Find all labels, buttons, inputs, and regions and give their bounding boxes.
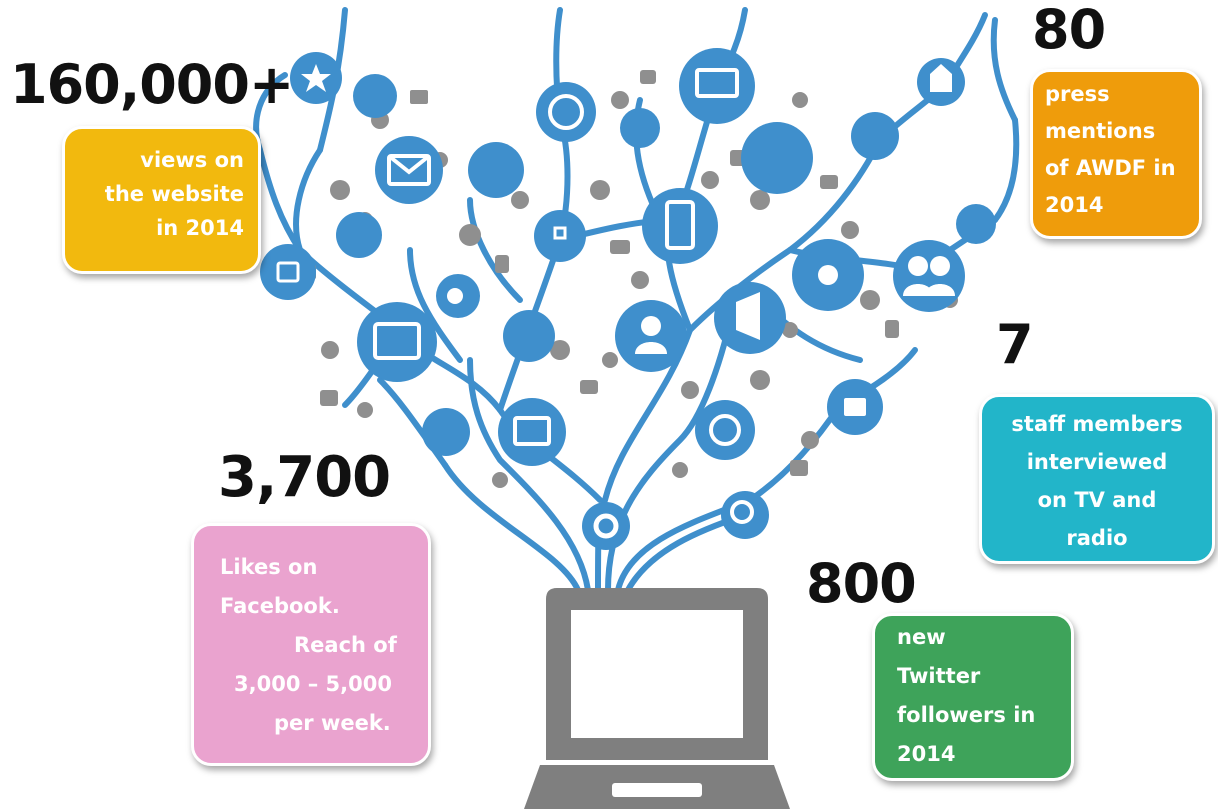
- note-icon: [956, 204, 996, 244]
- facebook-likes-line: Facebook.: [220, 594, 340, 618]
- music-icon: [468, 142, 524, 198]
- eye-icon: [620, 108, 660, 148]
- home-icon: [422, 408, 470, 456]
- at-icon: [534, 210, 586, 262]
- press-mentions-line: mentions: [1045, 119, 1156, 143]
- link-icon: [503, 310, 555, 362]
- facebook-likes-card: Likes on Facebook. Reach of 3,000 – 5,00…: [191, 523, 431, 766]
- facebook-likes-line: Likes on: [220, 555, 318, 579]
- twitter-followers-line: new: [897, 625, 946, 649]
- touch-icon: [498, 398, 566, 466]
- facebook-likes-line: Reach of: [294, 633, 397, 657]
- video-icon: [260, 244, 316, 300]
- staff-interviews-card: staff members interviewed on TV and radi…: [979, 394, 1215, 564]
- staff-interviews-line: interviewed: [1026, 450, 1168, 474]
- press-mentions-line: 2014: [1045, 193, 1104, 217]
- people-icon: [893, 240, 965, 312]
- chat-icon: [695, 400, 755, 460]
- node-glyphs: [276, 64, 955, 539]
- gear-icon: [582, 502, 630, 550]
- share-icon: [353, 74, 397, 118]
- staff-interviews-value: 7: [996, 313, 1034, 376]
- laptop-icon: [679, 48, 755, 124]
- phone-icon: [336, 212, 382, 258]
- press-mentions-line: of AWDF in: [1045, 156, 1176, 180]
- mobile-icon: [642, 188, 718, 264]
- staff-interviews-line: radio: [1066, 526, 1128, 550]
- press-mentions-value: 80: [1032, 0, 1106, 61]
- gamepad-icon: [741, 122, 813, 194]
- laptop-icon: [524, 588, 790, 809]
- press-mentions-card: press mentions of AWDF in 2014: [1030, 69, 1202, 239]
- facebook-likes-value: 3,700: [218, 445, 391, 510]
- staff-interviews-line: staff members: [1011, 412, 1183, 436]
- twitter-followers-card: new Twitter followers in 2014: [872, 613, 1074, 781]
- staff-interviews-line: on TV and: [1037, 488, 1157, 512]
- bird-icon: [851, 112, 899, 160]
- website-views-value: 160,000+: [10, 53, 294, 116]
- globe-icon: [536, 82, 596, 142]
- twitter-followers-line: 2014: [897, 742, 956, 766]
- facebook-likes-line: 3,000 – 5,000: [234, 672, 392, 696]
- website-views-line: views on: [140, 148, 244, 172]
- website-views-line: the website: [104, 182, 244, 206]
- website-views-card: views on the website in 2014: [62, 126, 261, 274]
- wifi-icon: [357, 302, 437, 382]
- zoom-icon: [721, 491, 769, 539]
- twitter-followers-value: 800: [806, 552, 917, 615]
- website-views-line: in 2014: [156, 216, 244, 240]
- facebook-likes-line: per week.: [274, 711, 391, 735]
- twitter-followers-line: Twitter: [897, 664, 981, 688]
- press-mentions-line: press: [1045, 82, 1110, 106]
- twitter-followers-line: followers in: [897, 703, 1036, 727]
